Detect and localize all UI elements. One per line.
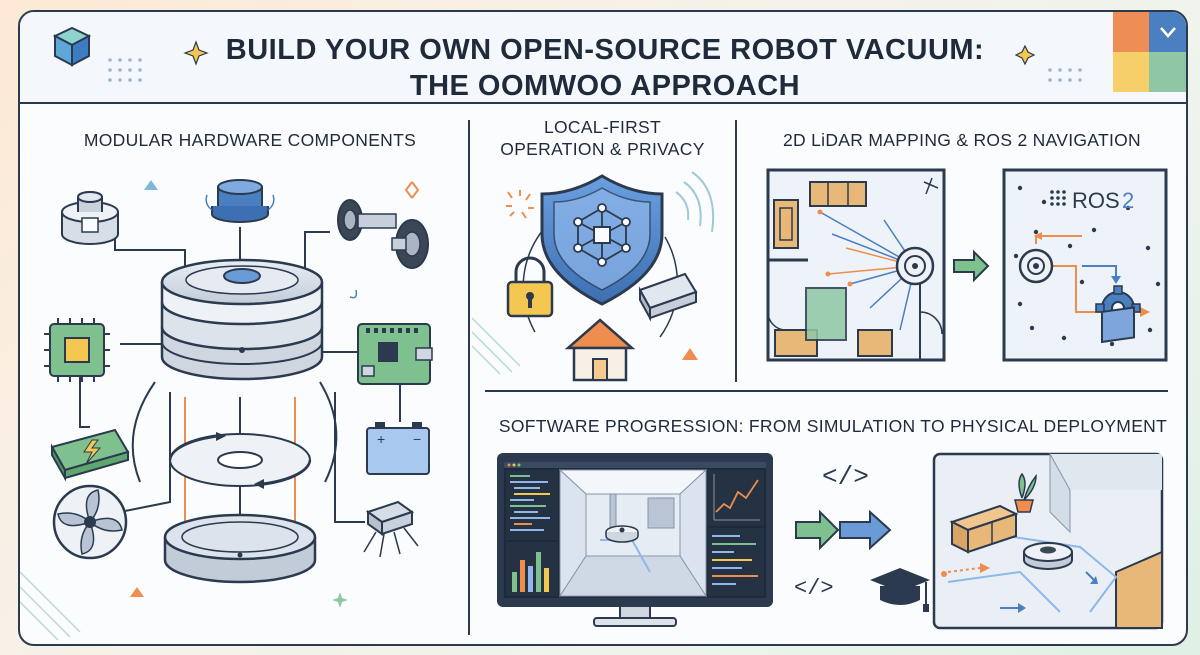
code-tag-icon: </> (794, 576, 834, 601)
microcontroller-chip-icon (44, 318, 110, 382)
stripe-decoration (471, 317, 521, 375)
bumper-switch-icon (363, 500, 419, 558)
bar-graph-panel (506, 542, 558, 596)
vertical-divider-left (468, 120, 470, 635)
code-tag-icon: </> (822, 462, 869, 492)
privacy-title-line-2: OPERATION & PRIVACY (500, 139, 705, 159)
graduation-cap-icon (870, 568, 930, 612)
title-line-1: BUILD YOUR OWN OPEN-SOURCE ROBOT VACUUM: (225, 34, 985, 66)
lock-icon (506, 256, 554, 318)
3d-simulation-viewport (558, 468, 708, 598)
wooden-cabinet-icon (949, 504, 1019, 554)
progression-arrows (795, 509, 892, 551)
code-editor-panel (506, 470, 558, 540)
robot-topdown-icon (895, 246, 935, 286)
page-title: BUILD YOUR OWN OPEN-SOURCE ROBOT VACUUM:… (200, 32, 1010, 104)
vertical-divider-middle (735, 120, 737, 382)
battery-pack-icon (50, 428, 130, 482)
triangle-decoration-icon (130, 587, 144, 597)
fan-icon (52, 484, 128, 560)
svg-text:+: + (377, 431, 385, 447)
raspberry-pi-board-icon (357, 323, 433, 385)
triangle-decoration-icon (144, 180, 158, 190)
sparkle-icon (183, 40, 209, 66)
robot-base-chassis-icon (163, 513, 317, 584)
physical-deployment-room (932, 306, 1164, 630)
dot-grid-pattern (1048, 68, 1082, 82)
infographic-card: BUILD YOUR OWN OPEN-SOURCE ROBOT VACUUM:… (18, 10, 1188, 646)
ros-logo-number: 2 (1122, 188, 1134, 213)
stripe-decoration (20, 571, 81, 641)
side-brush-disc-icon (168, 432, 312, 489)
line-graph-panel (708, 470, 764, 526)
curve-decoration-icon (349, 289, 358, 299)
ros2-navigation-map: ROS 2 (1002, 168, 1168, 362)
shield-icon (540, 174, 664, 306)
drive-motor-wheel-icon (337, 199, 429, 269)
ros-logo-text: ROS (1072, 188, 1120, 213)
monitor-simulation-icon (497, 453, 773, 627)
potted-plant-icon (1014, 472, 1037, 513)
sparkle-icon (332, 592, 348, 608)
title-line-2: THE OOMWOO APPROACH (409, 70, 801, 102)
battery-cell-icon: + − (366, 422, 430, 475)
lidar-sensor-icon (205, 179, 275, 223)
privacy-title-line-1: LOCAL-FIRST (543, 117, 662, 137)
arrow-right-icon (953, 249, 990, 283)
privacy-section-title: LOCAL-FIRST OPERATION & PRIVACY (475, 116, 730, 160)
triangle-decoration-icon (682, 348, 698, 360)
software-section-title: SOFTWARE PROGRESSION: FROM SIMULATION TO… (498, 416, 1168, 436)
sparkle-burst-icon (506, 190, 534, 219)
terminal-output-panel (708, 528, 764, 596)
header-banner: BUILD YOUR OWN OPEN-SOURCE ROBOT VACUUM:… (20, 12, 1186, 104)
home-icon (564, 318, 636, 382)
diamond-decoration-icon (404, 181, 420, 199)
dot-grid-pattern (108, 58, 142, 82)
illustration-canvas: + − (20, 12, 1186, 641)
robot-vacuum-stack-icon (160, 258, 324, 381)
cube-logo-icon (52, 26, 92, 67)
robot-vacuum-icon (1023, 542, 1073, 570)
signal-waves-icon (675, 171, 715, 233)
sparkle-icon (1014, 44, 1036, 66)
horizontal-divider (485, 390, 1168, 392)
caster-wheel-icon (61, 191, 119, 245)
navigation-section-title: 2D LiDAR MAPPING & ROS 2 NAVIGATION (783, 130, 1141, 150)
storage-drive-icon (638, 272, 698, 322)
svg-text:−: − (413, 431, 421, 447)
hardware-section-title: MODULAR HARDWARE COMPONENTS (83, 130, 417, 150)
corner-color-blocks (1113, 12, 1186, 92)
